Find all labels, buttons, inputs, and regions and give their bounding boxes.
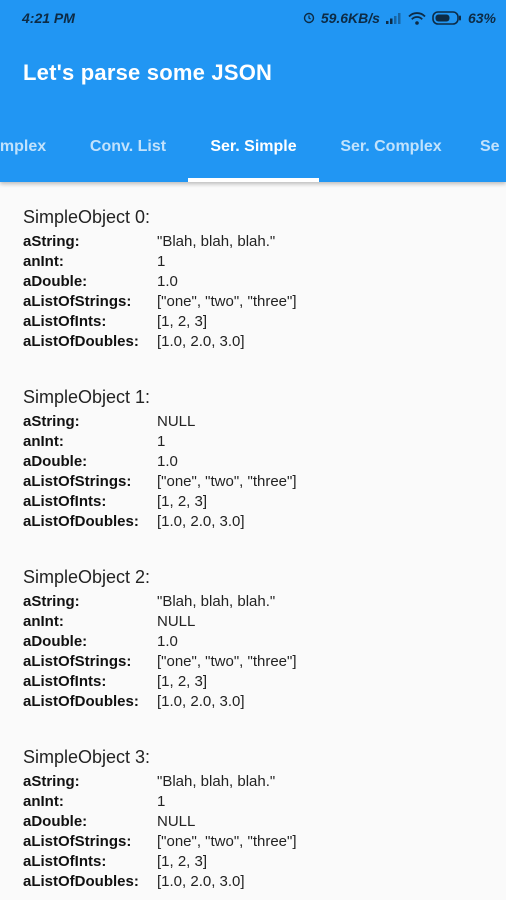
- status-bar: 4:21 PM 59.6KB/s: [0, 0, 506, 36]
- field-key: anInt:: [23, 613, 64, 630]
- field-value: NULL: [157, 813, 196, 830]
- tab-complex[interactable]: mplex: [0, 138, 47, 155]
- field-key: aDouble:: [23, 633, 88, 650]
- field-row: aString: "Blah, blah, blah.": [23, 232, 483, 252]
- tab-ser-simple[interactable]: Ser. Simple: [210, 138, 297, 155]
- battery-icon: [432, 11, 462, 25]
- field-row: aDouble: 1.0: [23, 632, 483, 652]
- field-value: ["one", "two", "three"]: [157, 473, 297, 490]
- field-row: anInt: 1: [23, 792, 483, 812]
- field-row: aString: "Blah, blah, blah.": [23, 592, 483, 612]
- wifi-icon: [408, 11, 426, 25]
- field-key: aListOfInts:: [23, 313, 107, 330]
- field-key: anInt:: [23, 433, 64, 450]
- field-value: ["one", "two", "three"]: [157, 653, 297, 670]
- field-row: aListOfStrings: ["one", "two", "three"]: [23, 292, 483, 312]
- field-key: aListOfInts:: [23, 853, 107, 870]
- tab-bar: mplex Conv. List Ser. Simple Ser. Comple…: [0, 112, 506, 182]
- field-value: ["one", "two", "three"]: [157, 833, 297, 850]
- field-key: aDouble:: [23, 813, 88, 830]
- simple-object-card: SimpleObject 1: aString: NULL anInt: 1 aDo…: [23, 382, 483, 532]
- field-row: aListOfDoubles: [1.0, 2.0, 3.0]: [23, 872, 483, 892]
- field-value: [1, 2, 3]: [157, 673, 208, 690]
- field-row: aListOfStrings: ["one", "two", "three"]: [23, 652, 483, 672]
- field-value: NULL: [157, 613, 196, 630]
- field-key: aDouble:: [23, 453, 88, 470]
- field-value: [1.0, 2.0, 3.0]: [157, 693, 245, 710]
- clock-alarm-icon: [303, 12, 315, 24]
- field-value: ["one", "two", "three"]: [157, 293, 297, 310]
- field-row: aString: "Blah, blah, blah.": [23, 772, 483, 792]
- field-row: aListOfInts: [1, 2, 3]: [23, 312, 483, 332]
- field-row: anInt: 1: [23, 432, 483, 452]
- field-row: aListOfDoubles: [1.0, 2.0, 3.0]: [23, 332, 483, 352]
- field-row: aListOfInts: [1, 2, 3]: [23, 492, 483, 512]
- field-value: 1.0: [157, 273, 178, 290]
- field-key: anInt:: [23, 793, 64, 810]
- field-value: "Blah, blah, blah.": [157, 233, 276, 250]
- field-row: anInt: NULL: [23, 612, 483, 632]
- field-row: aListOfDoubles: [1.0, 2.0, 3.0]: [23, 692, 483, 712]
- field-key: aListOfStrings:: [23, 653, 132, 670]
- field-key: aString:: [23, 233, 80, 250]
- app-title: Let's parse some JSON: [23, 60, 273, 85]
- field-key: aListOfDoubles:: [23, 513, 139, 530]
- field-row: aDouble: 1.0: [23, 272, 483, 292]
- field-value: 1: [157, 253, 166, 270]
- field-key: anInt:: [23, 253, 64, 270]
- field-row: aDouble: NULL: [23, 812, 483, 832]
- signal-icon: [385, 12, 402, 24]
- field-row: aListOfStrings: ["one", "two", "three"]: [23, 832, 483, 852]
- simple-object-card: SimpleObject 3: aString: "Blah, blah, bla…: [23, 742, 483, 892]
- field-value: "Blah, blah, blah.": [157, 773, 276, 790]
- field-row: aString: NULL: [23, 412, 483, 432]
- field-value: "Blah, blah, blah.": [157, 593, 276, 610]
- field-key: aListOfStrings:: [23, 833, 132, 850]
- field-key: aString:: [23, 593, 80, 610]
- object-title: SimpleObject 2:: [23, 567, 151, 587]
- field-key: aListOfStrings:: [23, 293, 132, 310]
- field-value: NULL: [157, 413, 196, 430]
- field-key: aListOfStrings:: [23, 473, 132, 490]
- field-value: [1.0, 2.0, 3.0]: [157, 333, 245, 350]
- object-list[interactable]: SimpleObject 0: aString: "Blah, blah, bla…: [0, 182, 506, 900]
- field-value: [1, 2, 3]: [157, 853, 208, 870]
- field-key: aListOfDoubles:: [23, 333, 139, 350]
- field-key: aString:: [23, 773, 80, 790]
- battery-percent: 63%: [467, 10, 496, 26]
- field-row: aListOfDoubles: [1.0, 2.0, 3.0]: [23, 512, 483, 532]
- field-key: aListOfDoubles:: [23, 873, 139, 890]
- field-key: aListOfDoubles:: [23, 693, 139, 710]
- simple-object-card: SimpleObject 2: aString: "Blah, blah, bla…: [23, 562, 483, 712]
- field-value: 1.0: [157, 633, 178, 650]
- object-title: SimpleObject 3:: [23, 747, 151, 767]
- field-row: aDouble: 1.0: [23, 452, 483, 472]
- tab-ser-complex[interactable]: Ser. Complex: [340, 138, 442, 155]
- simple-object-card: SimpleObject 0: aString: "Blah, blah, bla…: [23, 202, 483, 352]
- network-speed: 59.6KB/s: [320, 10, 380, 26]
- object-title: SimpleObject 0:: [23, 207, 151, 227]
- field-value: 1: [157, 433, 166, 450]
- status-indicators: 59.6KB/s: [303, 10, 496, 26]
- field-key: aString:: [23, 413, 80, 430]
- field-value: 1.0: [157, 453, 178, 470]
- field-row: anInt: 1: [23, 252, 483, 272]
- field-row: aListOfInts: [1, 2, 3]: [23, 672, 483, 692]
- field-value: [1.0, 2.0, 3.0]: [157, 513, 245, 530]
- field-value: [1, 2, 3]: [157, 493, 208, 510]
- field-row: aListOfStrings: ["one", "two", "three"]: [23, 472, 483, 492]
- tab-ser-partial[interactable]: Se: [480, 138, 500, 155]
- field-row: aListOfInts: [1, 2, 3]: [23, 852, 483, 872]
- app-bar: 4:21 PM 59.6KB/s: [0, 0, 506, 182]
- field-value: [1, 2, 3]: [157, 313, 208, 330]
- field-key: aListOfInts:: [23, 493, 107, 510]
- field-key: aListOfInts:: [23, 673, 107, 690]
- field-value: 1: [157, 793, 166, 810]
- object-title: SimpleObject 1:: [23, 387, 151, 407]
- tab-conv-list[interactable]: Conv. List: [89, 138, 167, 155]
- status-time: 4:21 PM: [22, 10, 75, 26]
- field-value: [1.0, 2.0, 3.0]: [157, 873, 245, 890]
- field-key: aDouble:: [23, 273, 88, 290]
- active-tab-indicator: [188, 178, 319, 182]
